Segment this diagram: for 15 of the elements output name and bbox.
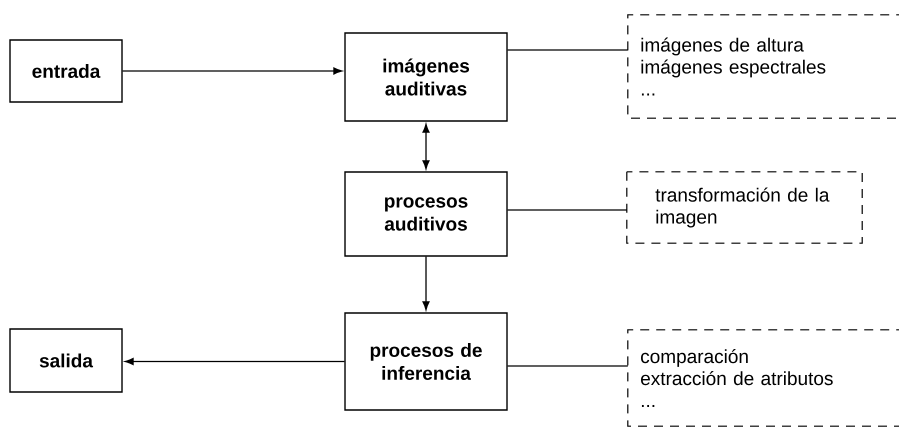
process-box: entrada — [9, 39, 123, 103]
note-box: transformación de la imagen — [626, 171, 863, 244]
connector-line — [508, 49, 628, 51]
connector-line — [508, 365, 628, 367]
arrow — [422, 124, 430, 170]
process-box: procesos de inferencia — [344, 312, 508, 411]
note-box: comparación extracción de atributos ... — [627, 329, 899, 427]
note-box: imágenes de altura imágenes espectrales ... — [627, 14, 899, 119]
process-box: imágenes auditivas — [344, 32, 508, 122]
arrow — [124, 358, 344, 366]
connector-line — [508, 209, 627, 211]
process-box: procesos auditivos — [344, 171, 508, 257]
arrow — [122, 67, 342, 75]
process-box: salida — [9, 328, 123, 393]
arrow — [422, 256, 430, 310]
